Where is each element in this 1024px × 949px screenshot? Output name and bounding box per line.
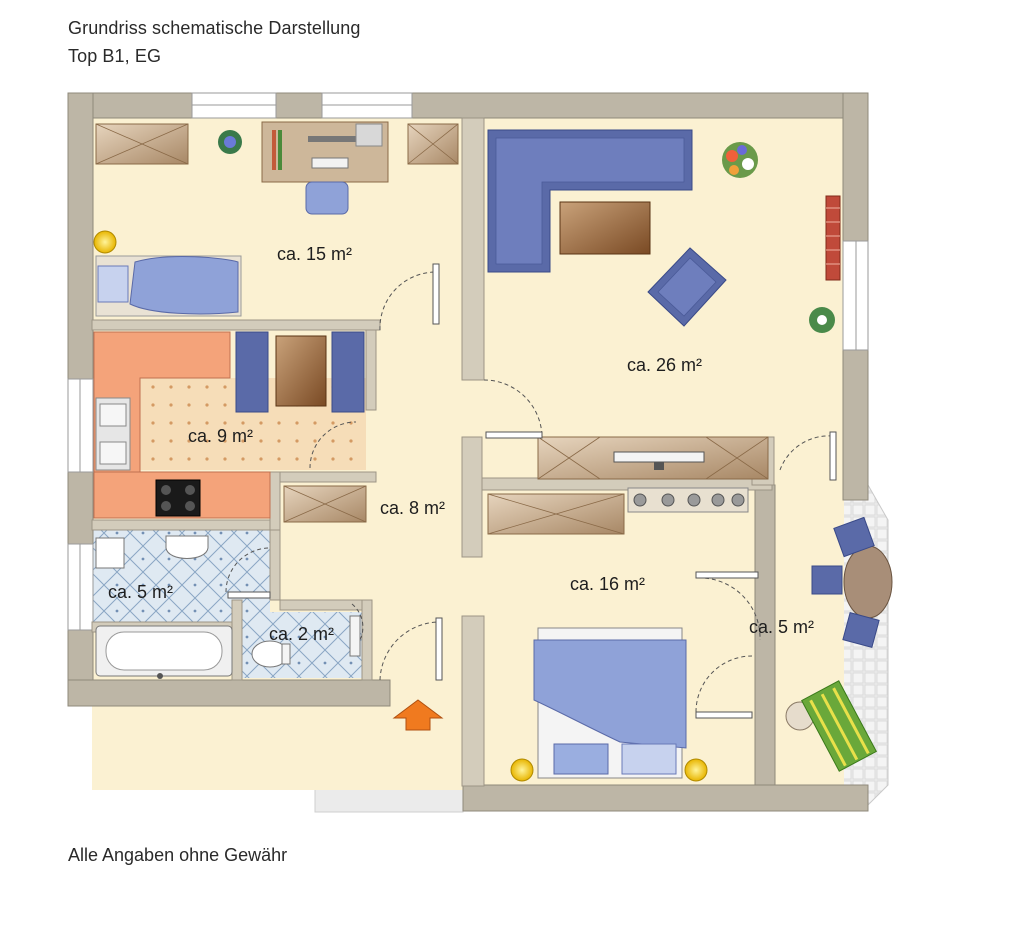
label-hall: ca. 8 m² <box>380 498 445 518</box>
label-kitchen: ca. 9 m² <box>188 426 253 446</box>
stove <box>155 479 201 517</box>
lamp-3 <box>684 758 708 782</box>
hall-storage <box>283 436 769 535</box>
bench-left <box>235 331 269 413</box>
plan-subtitle: Top B1, EG <box>68 46 162 66</box>
keyboard <box>308 136 356 142</box>
wc-furniture <box>251 615 361 668</box>
flower-bouquet <box>722 142 758 178</box>
disclaimer: Alle Angaben ohne Gewähr <box>68 845 288 865</box>
terrace-furniture <box>785 516 893 772</box>
radiator <box>825 195 841 281</box>
window-lines <box>79 104 857 630</box>
pillow-right <box>621 743 677 775</box>
living-furniture <box>487 129 841 333</box>
pillow <box>97 265 129 303</box>
door-swings <box>225 271 833 713</box>
label-bedroom: ca. 16 m² <box>570 574 645 594</box>
coffee-table <box>559 201 651 255</box>
pillow-left <box>553 743 609 775</box>
room15-furniture <box>93 121 459 317</box>
plant-2 <box>809 307 835 333</box>
label-living-room: ca. 26 m² <box>627 355 702 375</box>
kitchen-furniture <box>93 331 365 519</box>
tv <box>613 451 705 463</box>
plant-1 <box>218 130 242 154</box>
desk-chair <box>305 181 349 215</box>
bathroom-furniture <box>95 535 233 679</box>
washbasin <box>165 535 209 559</box>
bench-right <box>331 331 365 413</box>
dining-table <box>275 335 327 407</box>
lamp-2 <box>510 758 534 782</box>
label-terrace: ca. 5 m² <box>749 617 814 637</box>
door-leaves <box>227 263 837 719</box>
label-wc: ca. 2 m² <box>269 624 334 644</box>
blanket <box>129 256 239 315</box>
lamp-1 <box>93 230 117 254</box>
terrace-table <box>843 545 893 619</box>
bedroom-furniture <box>510 627 708 782</box>
label-room-15: ca. 15 m² <box>277 244 352 264</box>
entrance-arrow-icon <box>392 699 444 731</box>
label-bathroom: ca. 5 m² <box>108 582 173 602</box>
plan-title: Grundriss schematische Darstellung <box>68 18 361 38</box>
outer-walls <box>67 92 869 812</box>
